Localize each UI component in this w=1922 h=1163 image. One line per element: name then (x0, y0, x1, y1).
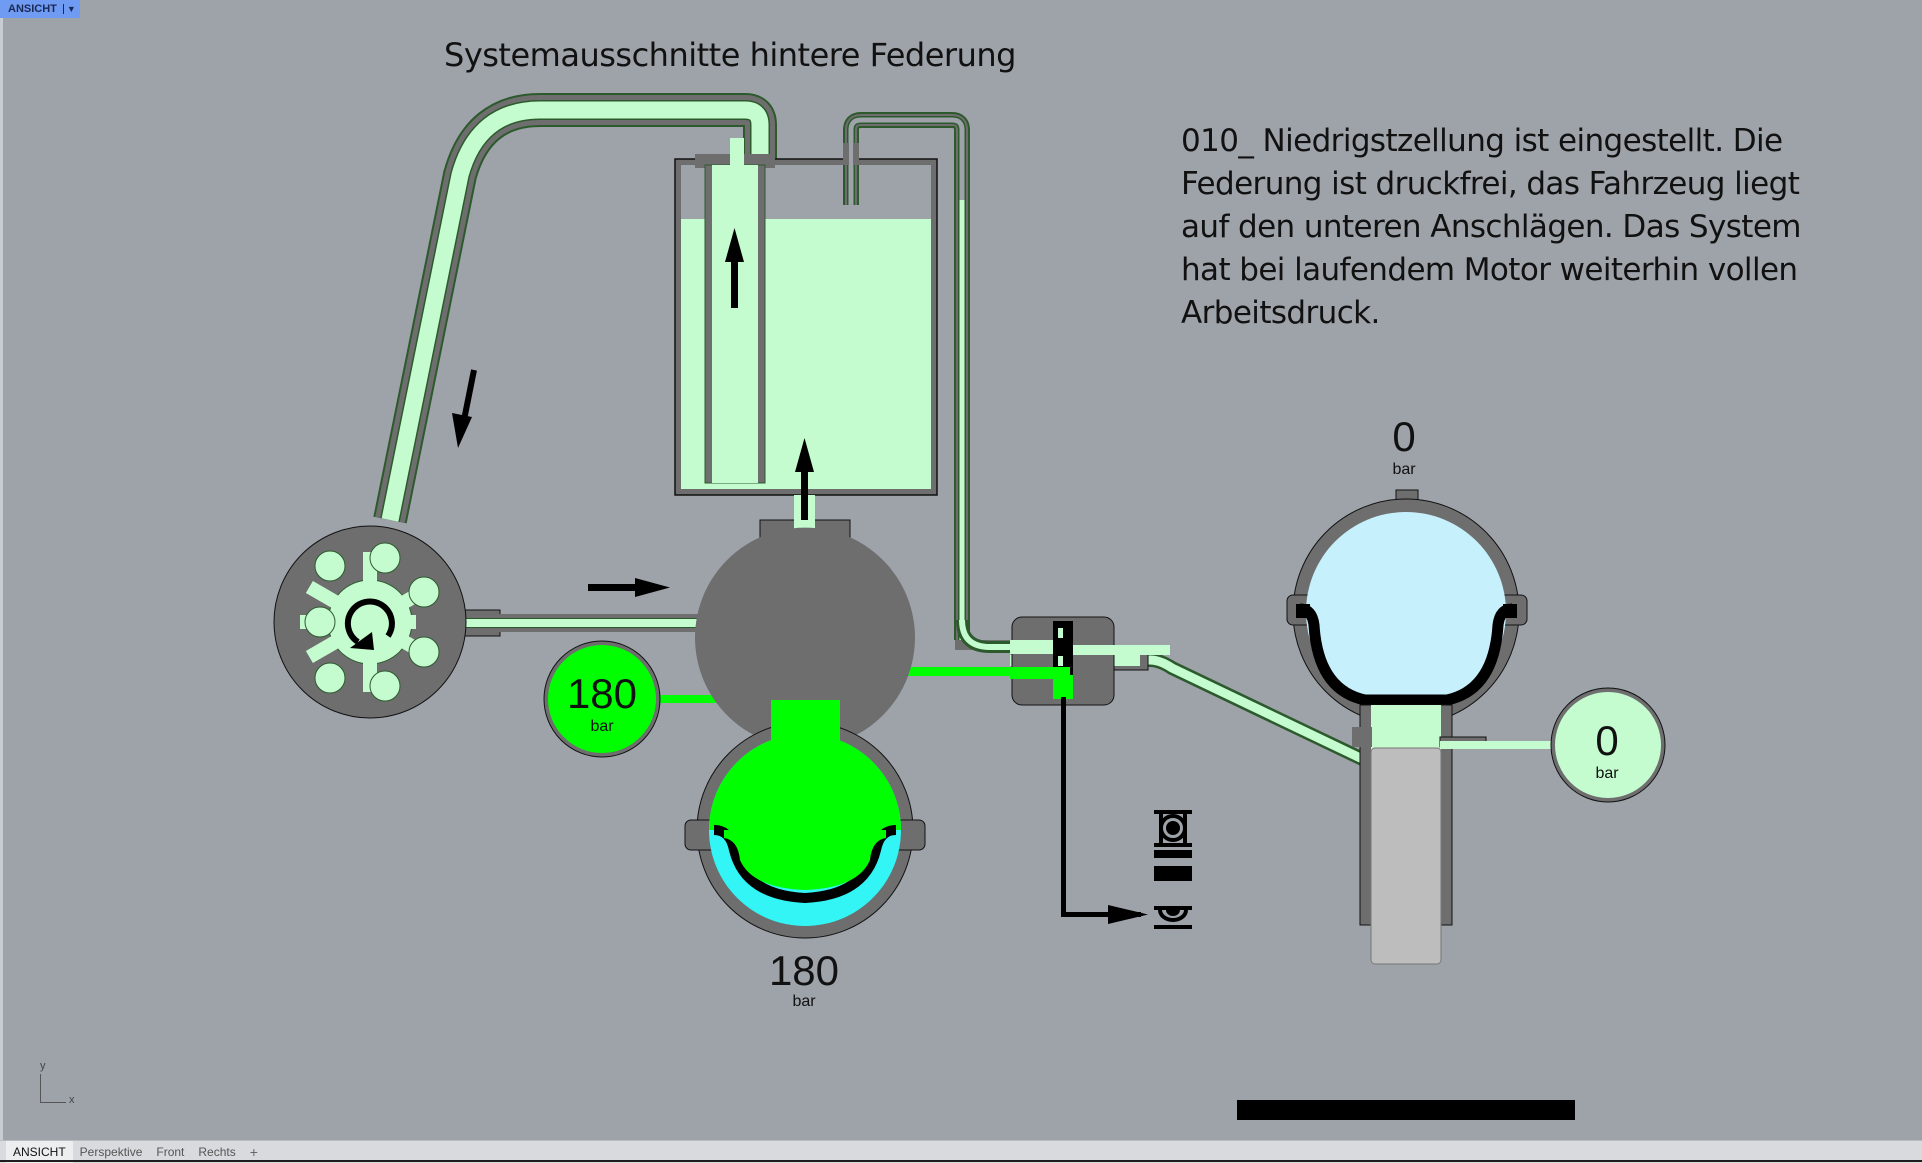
tab-ansicht[interactable]: ANSICHT (6, 1141, 73, 1163)
diagram-description: 010_ Niedrigstzellung ist eingestellt. D… (1181, 123, 1802, 331)
bottom-border (0, 1160, 1922, 1162)
strut-pressure-gauge (1550, 687, 1666, 803)
supply-line (420, 369, 800, 637)
x-axis-line (40, 1102, 66, 1103)
caret-down-icon[interactable]: ▼ (62, 4, 76, 14)
viewport-label[interactable]: ANSICHT ▼ (0, 0, 80, 18)
tab-perspektive[interactable]: Perspektive (79, 1145, 143, 1159)
add-tab-icon[interactable]: + (249, 1144, 258, 1160)
return-pipe (373, 93, 777, 524)
supply-gauge-unit: bar (590, 718, 614, 735)
strut-gauge-unit: bar (1595, 765, 1619, 782)
axis-indicator: y x (38, 1060, 75, 1106)
reservoir (674, 112, 970, 640)
strut-gauge-value: 0 (1595, 717, 1618, 764)
flow-arrow-icon (795, 438, 814, 520)
flow-arrow-icon (588, 578, 670, 597)
sphere-pressure-value: 0 (1392, 413, 1415, 460)
height-selector-icon (1154, 810, 1192, 929)
viewport-frame (0, 0, 3, 1140)
accumulator-unit: bar (792, 993, 816, 1010)
viewport-tabs: ANSICHT Perspektive Front Rechts + (0, 1140, 1922, 1163)
suspension-strut (1352, 704, 1560, 965)
suspension-sphere (1286, 489, 1528, 726)
viewport-name: ANSICHT (8, 3, 57, 15)
tab-front[interactable]: Front (156, 1145, 185, 1159)
flow-arrow-icon (452, 369, 477, 448)
tab-rechts[interactable]: Rechts (198, 1145, 236, 1159)
height-corrector-valve (1010, 616, 1170, 924)
supply-gauge-value: 180 (567, 670, 637, 717)
scale-bar (1237, 1100, 1575, 1120)
accumulator-value: 180 (769, 947, 839, 994)
flow-arrow-icon (725, 228, 744, 308)
pump-rotation-icon (344, 598, 395, 650)
pump (273, 525, 467, 719)
x-axis-label: x (69, 1094, 75, 1106)
supply-pressure-gauge (543, 640, 661, 758)
diagram-title: Systemausschnitte hintere Federung (444, 36, 1016, 74)
y-axis-line (40, 1074, 41, 1102)
sphere-pressure-unit: bar (1392, 461, 1416, 478)
y-axis-label: y (40, 1060, 46, 1072)
accumulator (684, 527, 926, 939)
